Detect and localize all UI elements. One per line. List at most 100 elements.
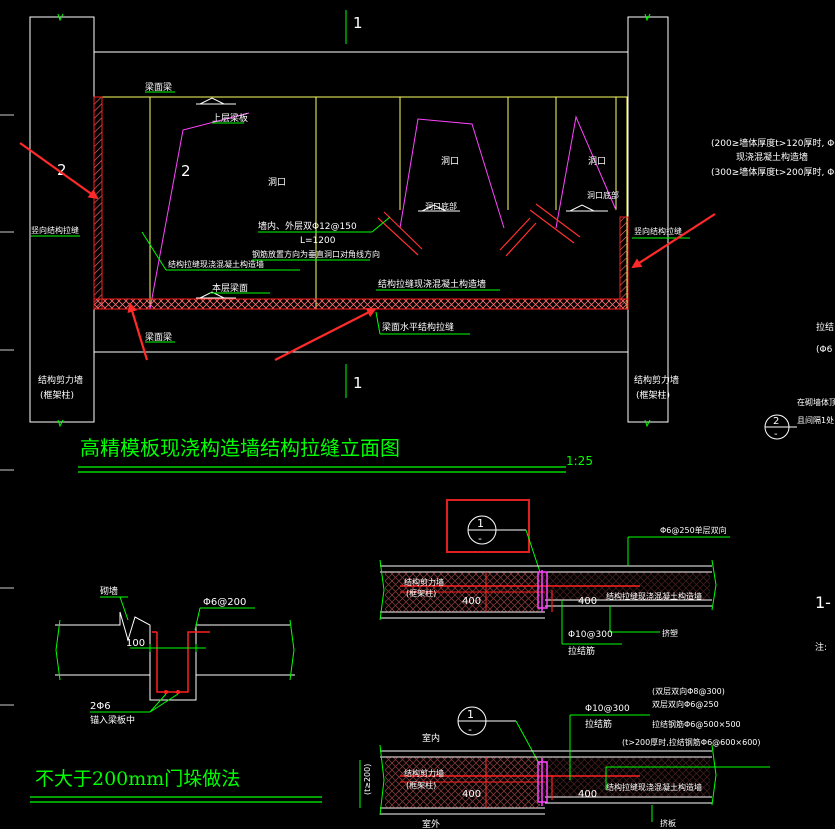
right-vertical-tie	[619, 216, 629, 310]
edge-marker-2-dash: -	[774, 429, 778, 440]
section-2-note-3: 拉结钢筋Φ6@500×500	[652, 719, 741, 729]
edge-text-1: 拉结	[816, 321, 834, 333]
inner-mark-2: 2	[181, 162, 191, 180]
section-mark-bottom: 1	[353, 374, 363, 392]
section-2-dim-left: 400	[462, 789, 481, 800]
annotation-arrow-bottom-left	[127, 302, 149, 361]
drawing-scale: 1:25	[566, 454, 593, 468]
rebar-direction: 钢筋放置方向为垂直洞口对角线方向	[252, 249, 380, 259]
section-1-wall-2: (框架柱)	[406, 588, 436, 598]
section-2-marker-num: 1	[467, 708, 474, 721]
edge-text-4: 且间隔1处	[797, 415, 834, 425]
rebar-length: L=1200	[300, 236, 336, 246]
right-wall-label-1: 结构剪力墙	[634, 374, 679, 386]
opening-2-bottom-label: 洞口底部	[425, 201, 457, 211]
rebar-note: 墙内、外层双Φ12@150	[258, 220, 357, 232]
side-note-1: (200≥墙体厚度t>120厚时, Φ6@250	[711, 137, 835, 149]
right-wall-label-2: (框架柱)	[636, 389, 670, 401]
section-1-marker-dash: -	[478, 532, 482, 545]
door-dimension: 100	[126, 638, 145, 649]
section-1-dim-right: 400	[578, 596, 597, 607]
side-mark-2: 2	[57, 161, 67, 179]
opening-1-label: 洞口	[268, 177, 286, 188]
left-shear-wall	[29, 16, 95, 423]
structural-tie-bands	[93, 96, 629, 310]
beam-top-label: 梁面梁	[145, 81, 172, 93]
door-wall-label: 砌墙	[100, 585, 118, 597]
level-symbols	[196, 97, 608, 299]
section-2-dim-right: 400	[578, 789, 597, 800]
opening-3-bottom-label: 洞口底部	[587, 190, 619, 200]
elevation-leaders	[31, 91, 690, 343]
section-2-note-2: 双层双向Φ6@250	[652, 699, 719, 709]
edge-marker-2: 2	[773, 416, 779, 427]
edge-text-2: (Φ6	[816, 345, 833, 355]
break-marks	[57, 13, 651, 428]
left-vertical-tie	[93, 96, 103, 310]
section-2-note-1: (双层双向Φ8@300)	[652, 686, 725, 696]
section-2-wall-2: (框架柱)	[406, 780, 436, 790]
construction-wall-lines	[101, 96, 628, 310]
side-note-2: 现浇混凝土构造墙	[736, 151, 808, 163]
side-notes: (200≥墙体厚度t>120厚时, Φ6@250 现浇混凝土构造墙 (300≥墙…	[711, 137, 835, 653]
annotation-arrow-bottom	[274, 308, 377, 361]
drawing-title-block: 高精模板现浇构造墙结构拉缝立面图 1:25	[78, 436, 593, 473]
section-cut-line: 1 1	[345, 10, 363, 398]
horizontal-tie	[93, 298, 629, 310]
door-anchor-label: 锚入梁板中	[90, 714, 135, 726]
diagonal-rebars	[377, 203, 581, 257]
main-infill-label: 结构拉缝现浇混凝土构造墙	[378, 278, 486, 290]
lower-slab-label: 本层梁面	[212, 282, 248, 294]
section-mark-top: 1	[353, 14, 363, 32]
section-1-infill: 结构拉缝现浇混凝土构造墙	[606, 591, 702, 601]
section-1-dim-left: 400	[462, 596, 481, 607]
section-2-wall-1: 结构剪力墙	[404, 768, 444, 778]
section-detail-2: 1 - Φ10@300 拉结筋 (双层双向Φ8@300) 双层双向Φ6@250 …	[359, 686, 770, 829]
left-vertical-tie-label: 竖向结构拉缝	[31, 225, 79, 235]
right-vertical-tie-label: 竖向结构拉缝	[634, 226, 682, 236]
annotation-arrows	[19, 142, 716, 361]
section-2-tie-rebar: Φ10@300	[585, 704, 630, 714]
edge-note: 注:	[815, 641, 827, 653]
left-wall-label-1: 结构剪力墙	[38, 374, 83, 386]
elevation-labels: 梁面梁 上层梁板 2 2 洞口 洞口 洞口 洞口底部 洞口底部 墙内、外层双Φ1…	[31, 81, 682, 401]
horizontal-tie-label: 梁面水平结构拉缝	[382, 321, 454, 333]
highlight-box	[446, 499, 530, 553]
edge-mark-1: 1-	[815, 593, 831, 612]
opening-rebar-lines	[149, 112, 617, 310]
section-2-marker-dash: -	[468, 723, 472, 736]
left-wall-label-2: (框架柱)	[40, 389, 74, 401]
section-2-thickness: (t≥200)	[363, 764, 372, 795]
elevation-outlines	[29, 16, 669, 423]
section-1-board: 挤塑	[662, 628, 678, 638]
edge-text-3: 在砌墙体顶部	[797, 397, 835, 407]
section-2-outdoor: 室外	[422, 818, 440, 829]
right-shear-wall	[627, 16, 669, 423]
section-2-indoor: 室内	[422, 732, 440, 744]
section-1-tie-rebar: Φ10@300	[568, 630, 613, 640]
left-infill-label: 结构拉缝现浇混凝土构造墙	[168, 259, 264, 269]
door-bars-label: 2Φ6	[90, 701, 111, 712]
drawing-title: 高精模板现浇构造墙结构拉缝立面图	[80, 436, 400, 460]
door-detail: 砌墙 Φ6@200 100 2Φ6 锚入梁板中 不大于200mm门垛做法	[30, 585, 322, 803]
opening-3-label: 洞口	[588, 156, 606, 167]
annotation-arrow-left	[19, 142, 99, 200]
upper-slab-label: 上层梁板	[212, 112, 248, 124]
side-note-3: (300≥墙体厚度t>200厚时, Φ8@300	[711, 166, 835, 178]
section-1-marker-num: 1	[477, 517, 484, 530]
annotation-arrow-right	[631, 213, 716, 269]
opening-2-label: 洞口	[441, 156, 459, 167]
beam-bottom-label: 梁面梁	[145, 331, 172, 343]
section-2-board: 挤板	[660, 818, 676, 828]
section-2-tie-label: 拉结筋	[585, 718, 612, 730]
section-2-infill: 结构拉缝现浇混凝土构造墙	[606, 782, 702, 792]
section-2-note-4: (t>200厚时,拉结钢筋Φ6@600×600)	[622, 737, 761, 747]
section-1-tie-label: 拉结筋	[568, 645, 595, 657]
left-edge-ticks	[0, 114, 14, 706]
section-1-top-rebar: Φ6@250单层双向	[660, 525, 727, 535]
section-detail-1: 1 - Φ6@250单层双向 结构剪力墙 (框架柱) 400 400 结构拉缝现…	[379, 499, 730, 657]
door-detail-title: 不大于200mm门垛做法	[35, 768, 240, 790]
door-rebar-label: Φ6@200	[203, 597, 246, 608]
section-1-wall-1: 结构剪力墙	[404, 577, 444, 587]
